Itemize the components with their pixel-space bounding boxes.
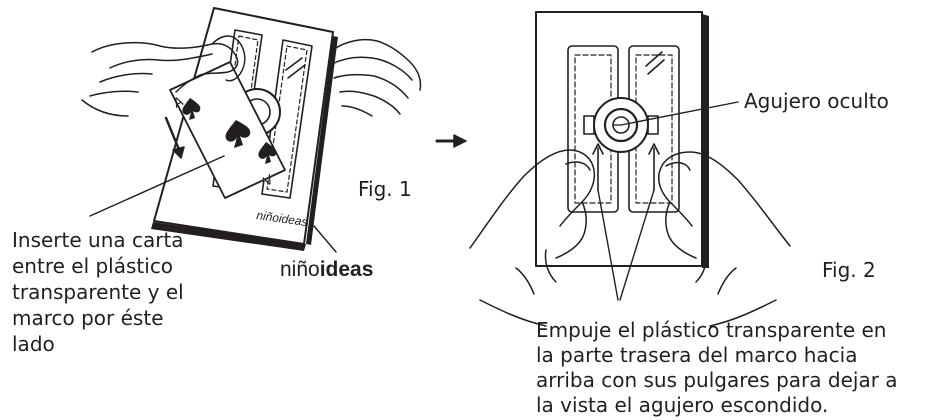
leader-line: [89, 155, 225, 217]
spade-icon: [258, 142, 277, 164]
insert-arrow-icon: [164, 116, 182, 154]
figure-2-illustration: [469, 11, 791, 327]
hand-icon: [658, 151, 791, 327]
leader-line: [313, 225, 337, 253]
figure-1-illustration: niñoideas A A: [81, 7, 422, 253]
fig-1-instruction-line: lado: [12, 332, 55, 356]
fig-2-label: Fig. 2: [822, 258, 876, 282]
brand-logo: niñoideas: [280, 258, 374, 281]
fig-2-instruction-line: Empuje el plástico transparente en: [536, 318, 887, 342]
hidden-hole-callout: Agujero oculto: [744, 89, 889, 113]
playing-card-icon: A A: [169, 61, 286, 199]
callout-line: [620, 101, 739, 126]
fig-1-instruction-line: marco por éste: [12, 306, 164, 330]
hand-icon: [469, 149, 596, 327]
hand-icon: [81, 35, 246, 117]
fig-1-label: Fig. 1: [358, 177, 412, 201]
spade-icon: [182, 98, 201, 120]
fig-1-instruction-line: Inserte una carta: [12, 228, 184, 252]
pointer-line: [619, 189, 655, 301]
fig-1-instruction-line: entre el plástico: [12, 254, 174, 278]
fig-2-instruction-line: la vista el agujero escondido.: [536, 393, 829, 417]
fig-2-instruction-line: arriba con sus pulgares para dejar a: [536, 368, 898, 392]
pointer-line: [597, 189, 619, 301]
fig-1-instruction-line: transparente y el: [12, 280, 184, 304]
arrow-right-icon: [435, 134, 467, 148]
hidden-hole: [612, 116, 630, 134]
hand-icon: [329, 38, 422, 117]
spade-icon: [225, 120, 251, 148]
fig-2-instruction-line: la parte trasera del marco hacia: [536, 343, 858, 367]
